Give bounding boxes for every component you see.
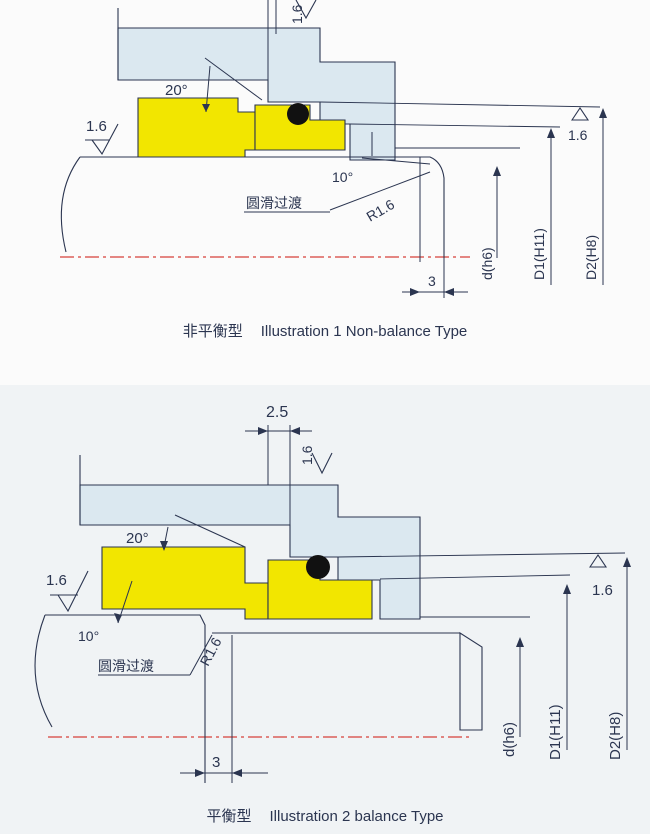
- angle-line-20: [174, 514, 246, 548]
- dim-step-arrow-left: [258, 427, 268, 435]
- dim-chamfer-arrow-right: [444, 288, 454, 296]
- dim-step-arrow-right: [290, 427, 300, 435]
- dim-arrow-d1-head: [547, 128, 555, 138]
- diagram-non-balance: 20° 10° 1.6 1.6 1.6 圆滑过渡 R1.6 3 d(h6) D1…: [60, 0, 607, 298]
- angle-label-10: 10°: [332, 169, 353, 185]
- gland-housing: [117, 27, 396, 161]
- shaft-chamfer-end: [459, 631, 483, 731]
- angle-label-20: 20°: [165, 82, 188, 99]
- panel-non-balance: 20° 10° 1.6 1.6 1.6 圆滑过渡 R1.6 3 d(h6) D1…: [0, 0, 650, 385]
- radius-label: R1.6: [364, 196, 398, 225]
- ref-line-d1: [349, 123, 561, 128]
- smooth-transition-label: 圆滑过渡: [98, 658, 154, 674]
- roughness-symbol-right: [570, 107, 590, 121]
- dim-arrow-d2-head: [623, 557, 631, 567]
- roughness-label-right: 1.6: [592, 582, 613, 599]
- dim-step-label: 2.5: [266, 404, 288, 421]
- roughness-symbol-top: [295, 0, 317, 20]
- dim-d-label: d(h6): [501, 722, 518, 757]
- caption-en: Illustration 1 Non-balance Type: [260, 323, 468, 340]
- dim-arrow-d-head: [516, 637, 524, 647]
- dim-d-label: d(h6): [479, 247, 495, 280]
- angle-label-10: 10°: [78, 628, 99, 644]
- o-ring: [287, 103, 309, 125]
- dim-arrow-d-head: [493, 166, 501, 176]
- angle-label-20: 20°: [126, 530, 149, 547]
- shaft-outline: [80, 156, 445, 258]
- roughness-label-top: 1.6: [289, 4, 305, 24]
- dim-d1-label: D1(H11): [547, 704, 564, 760]
- caption-non-balance: 非平衡型 Illustration 1 Non-balance Type: [0, 320, 650, 341]
- roughness-symbol-top: [311, 452, 333, 475]
- caption-balance: 平衡型 Illustration 2 balance Type: [0, 805, 650, 826]
- ref-line-d2: [337, 552, 626, 558]
- dim-chamfer-arrow-left: [410, 288, 420, 296]
- dim-arrow-d1-head: [563, 584, 571, 594]
- shaft-break-line: [34, 614, 53, 728]
- caption-cn: 平衡型: [206, 807, 252, 825]
- roughness-symbol-left: [91, 123, 119, 156]
- roughness-label-left: 1.6: [86, 118, 107, 135]
- roughness-symbol-left: [57, 570, 89, 613]
- dim-chamfer-arrow-left: [195, 769, 205, 777]
- angle-line-20: [204, 57, 263, 101]
- leader-smooth-transition: [329, 171, 431, 211]
- leader-smooth-transition: [189, 634, 213, 676]
- rotating-seal-ring: [254, 104, 346, 151]
- ref-line-d2: [319, 101, 601, 108]
- roughness-label-top: 1.6: [299, 445, 315, 465]
- roughness-symbol-right: [588, 554, 608, 568]
- roughness-label-left: 1.6: [46, 572, 67, 589]
- radius-label: R1.6: [197, 635, 225, 669]
- caption-cn: 非平衡型: [182, 322, 243, 340]
- angle-arrow-10: [114, 613, 122, 623]
- roughness-label-right: 1.6: [568, 127, 588, 143]
- dim-arrow-d2-head: [599, 108, 607, 118]
- angle-arrow-20: [202, 104, 210, 112]
- caption-en: Illustration 2 balance Type: [269, 808, 444, 825]
- smooth-transition-label: 圆滑过渡: [246, 195, 302, 211]
- dim-d1-label: D1(H11): [531, 228, 547, 280]
- dim-chamfer-arrow-right: [232, 769, 242, 777]
- dim-chamfer-label: 3: [428, 273, 436, 289]
- shaft-step: [45, 614, 206, 783]
- angle-arrow-20: [160, 541, 168, 551]
- dim-d2-label: D2(H8): [583, 235, 599, 280]
- shaft-break-line: [60, 156, 81, 253]
- stationary-seal-ring: [137, 97, 256, 158]
- angle-base-10: [361, 157, 431, 165]
- dim-d2-label: D2(H8): [607, 712, 624, 760]
- diagram-balance: 2.5 20° 10° 1.6 1.6 1.6 圆滑过渡 R1.6 3 d(h6…: [34, 404, 631, 783]
- o-ring: [306, 555, 330, 579]
- dim-chamfer-label: 3: [212, 754, 220, 771]
- ref-line-d1: [379, 574, 571, 580]
- stationary-seal-ring: [101, 546, 269, 620]
- panel-balance: 2.5 20° 10° 1.6 1.6 1.6 圆滑过渡 R1.6 3 d(h6…: [0, 385, 650, 834]
